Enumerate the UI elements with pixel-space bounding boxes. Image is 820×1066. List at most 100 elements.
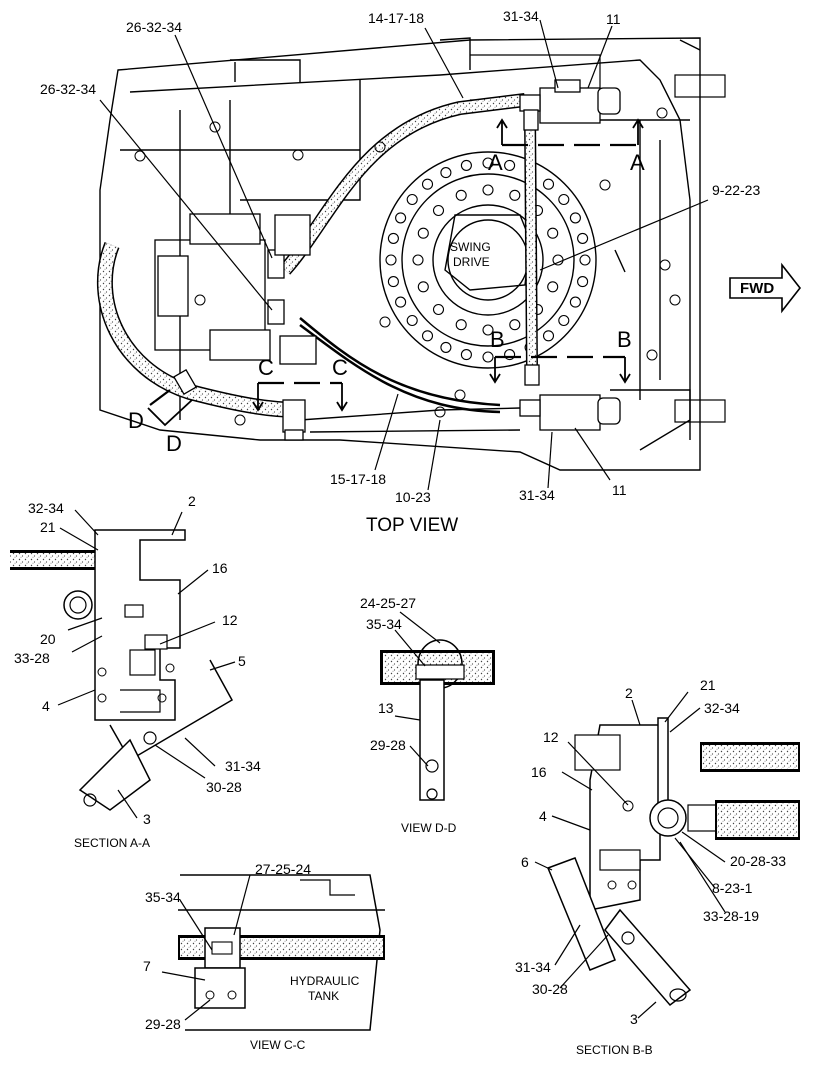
gear-bolt-hole <box>509 319 521 331</box>
frame-screws <box>134 107 681 426</box>
callout-31-34-bottom: 31-34 <box>519 487 555 503</box>
section-mark-a-right: A <box>630 150 645 175</box>
cc-callout-35-34: 35-34 <box>145 889 181 905</box>
view-cc-leaders <box>161 874 251 1021</box>
gear-bolt-hole <box>455 189 467 201</box>
dd-callout-35-34: 35-34 <box>366 616 402 632</box>
gear-bolt-hole <box>482 184 494 196</box>
dd-callout-13: 13 <box>378 700 394 716</box>
gear-bolt-hole <box>455 319 467 331</box>
callout-10-23: 10-23 <box>395 489 431 505</box>
frame-screw <box>434 406 446 418</box>
bb-callout-16: 16 <box>531 764 547 780</box>
cc-callout-27-25-24: 27-25-24 <box>255 861 312 877</box>
gear-bolt-hole <box>421 178 434 190</box>
gear-bolt-hole <box>421 330 434 342</box>
section-mark-b-left: B <box>490 327 505 352</box>
cc-callout-7: 7 <box>143 958 151 974</box>
aa-callout-20: 20 <box>40 631 56 647</box>
bb-callout-21: 21 <box>700 677 716 693</box>
aa-callout-33-28: 33-28 <box>14 650 50 666</box>
view-dd-title: VIEW D-D <box>401 821 457 835</box>
callout-9-22-23: 9-22-23 <box>712 182 761 198</box>
frame-screw <box>194 294 206 306</box>
top-view-title: TOP VIEW <box>366 515 459 536</box>
frame-screw <box>374 141 386 153</box>
gear-bolt-hole <box>482 351 494 363</box>
swing-drive-label-line2: DRIVE <box>453 255 490 269</box>
gear-bolt-hole <box>558 193 570 206</box>
view-cc-drawing <box>178 874 385 1031</box>
gear-bolt-hole <box>412 254 424 266</box>
swing-drive-gear <box>379 151 597 369</box>
fwd-label: FWD <box>740 280 775 297</box>
gear-bolt-hole <box>569 212 581 224</box>
gear-bolt-hole <box>504 159 516 171</box>
bb-callout-3: 3 <box>630 1011 638 1027</box>
frame-screw <box>454 389 466 401</box>
frame-screw <box>659 259 671 271</box>
aa-callout-4: 4 <box>42 698 50 714</box>
bb-callout-4: 4 <box>539 808 547 824</box>
gear-bolt-hole <box>482 157 494 169</box>
valve-components <box>154 79 621 441</box>
section-aa-leaders <box>57 509 236 819</box>
gear-bolt-hole <box>395 212 407 224</box>
gear-bolt-hole <box>579 254 591 266</box>
callout-26-32-34-upper: 26-32-34 <box>126 19 183 35</box>
gear-bolt-hole <box>569 296 581 308</box>
bb-callout-2: 2 <box>625 685 633 701</box>
frame-screw <box>379 316 391 328</box>
bb-callout-8-23-1: 8-23-1 <box>712 880 753 896</box>
gear-bolt-hole <box>460 349 472 361</box>
section-bb-title: SECTION B-B <box>576 1043 653 1057</box>
gear-bolt-hole <box>395 296 407 308</box>
gear-bolt-hole <box>440 341 452 353</box>
gear-bolts <box>385 157 591 363</box>
bb-callout-12: 12 <box>543 729 559 745</box>
callout-26-32-34-lower: 26-32-34 <box>40 81 97 97</box>
dd-callout-24-25-27: 24-25-27 <box>360 595 417 611</box>
callout-31-34-top: 31-34 <box>503 8 539 24</box>
frame-screw <box>646 349 658 361</box>
gear-bolt-hole <box>482 324 494 336</box>
frame-screw <box>292 149 304 161</box>
bb-callout-31-34: 31-34 <box>515 959 551 975</box>
section-mark-a-left: A <box>488 150 503 175</box>
section-aa-drawing <box>10 529 234 811</box>
gear-bolt-hole <box>417 281 429 293</box>
top-view-frame <box>99 37 701 471</box>
view-dd-leaders <box>394 611 441 767</box>
frame-screw <box>234 414 246 426</box>
gear-bolt-hole <box>432 303 445 316</box>
gear-bolt-hole <box>387 232 399 244</box>
frame-screw <box>656 107 668 119</box>
gear-bolt-hole <box>406 193 418 206</box>
gear-bolt-hole <box>406 314 418 327</box>
dd-callout-29-28: 29-28 <box>370 737 406 753</box>
section-mark-c-right: C <box>332 355 348 380</box>
gear-bolt-hole <box>504 349 516 361</box>
frame-screw <box>599 179 611 191</box>
aa-callout-3: 3 <box>143 811 151 827</box>
section-arrows <box>147 118 644 427</box>
top-view-leaders <box>99 19 709 491</box>
gear-bolt-hole <box>417 227 429 239</box>
gear-bolt-hole <box>440 167 452 179</box>
bb-callout-32-34: 32-34 <box>704 700 740 716</box>
aa-callout-16: 16 <box>212 560 228 576</box>
gear-bolt-hole <box>385 254 397 266</box>
section-mark-d-right: D <box>166 431 182 456</box>
section-mark-b-right: B <box>617 327 632 352</box>
view-cc-title: VIEW C-C <box>250 1038 306 1052</box>
aa-callout-12: 12 <box>222 612 238 628</box>
section-bb-leaders <box>534 691 726 1019</box>
bb-callout-30-28: 30-28 <box>532 981 568 997</box>
section-mark-d-left: D <box>128 408 144 433</box>
cc-callout-29-28: 29-28 <box>145 1016 181 1032</box>
aa-callout-31-34: 31-34 <box>225 758 261 774</box>
gear-bolt-hole <box>577 232 589 244</box>
callout-14-17-18: 14-17-18 <box>368 10 425 26</box>
gear-bolt-hole <box>460 159 472 171</box>
